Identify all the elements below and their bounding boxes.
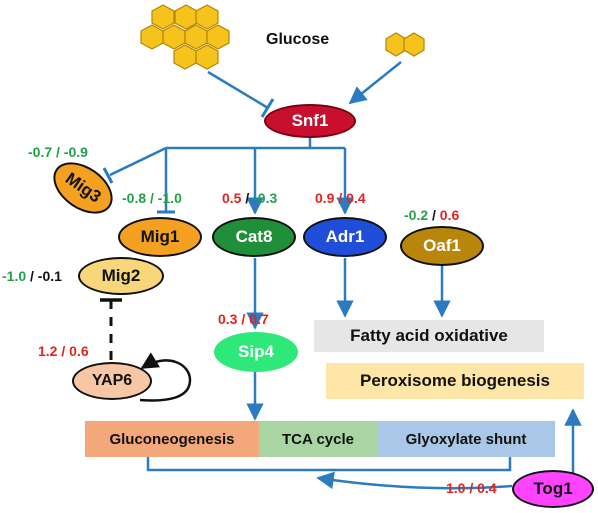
glucose-activate-arrow (348, 61, 402, 105)
tog1-node: Tog1 (512, 470, 594, 508)
yap6-label: YAP6 (91, 372, 133, 389)
oaf1-value: -0.2 / 0.6 (404, 207, 460, 223)
cat8-node: Cat8 (212, 217, 296, 257)
glucose-hexagon-pair-icon (385, 32, 425, 57)
tog1-label: Tog1 (533, 479, 573, 498)
gluconeogenesis-segment: Gluconeogenesis (85, 421, 259, 457)
fatty-acid-box: Fatty acid oxidative (314, 320, 544, 352)
glucose-label: Glucose (266, 31, 330, 48)
glyoxylate-shunt-label: Glyoxylate shunt (405, 430, 527, 448)
sip4-value: 0.3 / 0.7 (218, 311, 269, 327)
oaf1-node: Oaf1 (400, 226, 484, 266)
peroxisome-label: Peroxisome biogenesis (360, 371, 550, 390)
adr1-node: Adr1 (303, 217, 387, 257)
mig1-label: Mig1 (140, 227, 180, 246)
mig1-value: -0.8 / -1.0 (122, 190, 182, 206)
yap6-value: 1.2 / 0.6 (38, 343, 89, 359)
sip4-node: Sip4 (214, 332, 298, 372)
mig2-node: Mig2 (78, 257, 164, 295)
mig2-value: -1.0 / -0.1 (2, 268, 62, 284)
cat8-label: Cat8 (235, 227, 273, 246)
tca-cycle-segment: TCA cycle (259, 421, 377, 457)
mig3-label: Mig3 (61, 168, 105, 207)
oaf1-label: Oaf1 (423, 236, 461, 255)
gluconeogenesis-label: Gluconeogenesis (109, 430, 235, 448)
mig3-value: -0.7 / -0.9 (28, 144, 88, 160)
mig2-label: Mig2 (101, 266, 141, 285)
snf1-label: Snf1 (291, 111, 329, 130)
inhibit-bar (260, 98, 275, 118)
yap6-node: YAP6 (72, 362, 152, 400)
peroxisome-box: Peroxisome biogenesis (326, 363, 584, 399)
tca-cycle-label: TCA cycle (282, 430, 354, 448)
mig1-node: Mig1 (118, 217, 202, 257)
glyoxylate-shunt-segment: Glyoxylate shunt (377, 421, 555, 457)
adr1-value: 0.9 / 0.4 (315, 190, 366, 206)
adr1-label: Adr1 (325, 227, 365, 246)
sip4-label: Sip4 (238, 342, 274, 361)
snf1-node: Snf1 (264, 104, 356, 138)
cat8-value: 0.5 / -0.3 (222, 190, 278, 206)
glucose-hexagon-cluster-icon (140, 4, 230, 70)
tog1-value: 1.0 / 0.4 (446, 480, 497, 496)
glucose-inhibit-line (207, 70, 269, 110)
fatty-acid-label: Fatty acid oxidative (350, 326, 508, 345)
